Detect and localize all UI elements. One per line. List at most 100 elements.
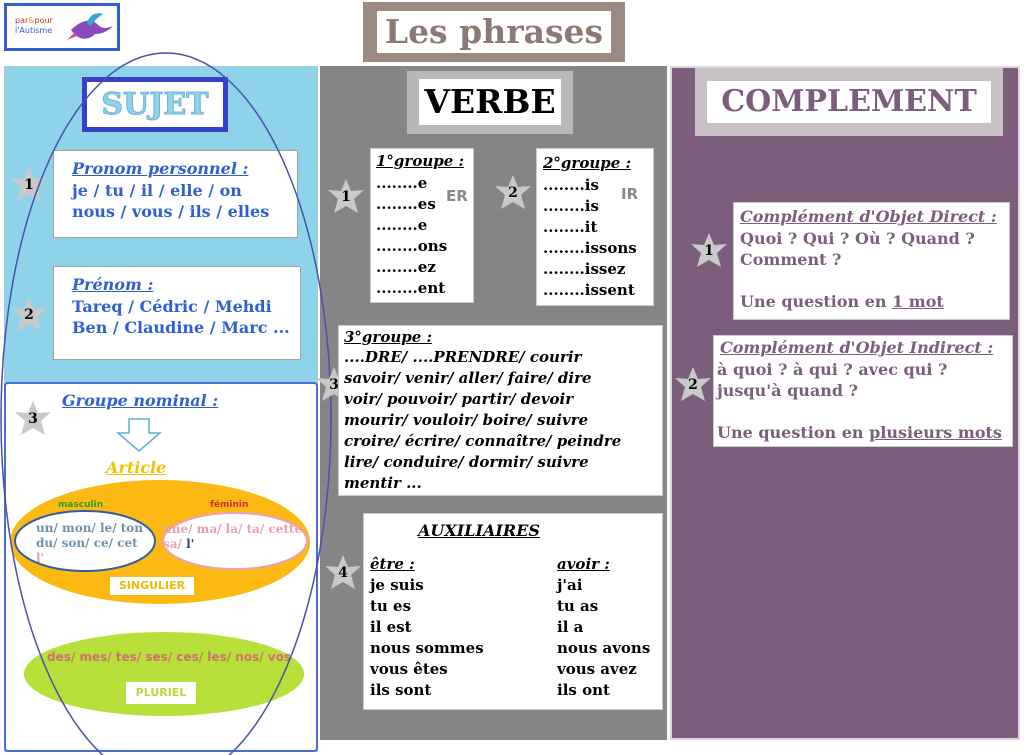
cod-question-emphasis: 1 mot — [892, 292, 944, 311]
g3-line: savoir/ venir/ aller/ faire/ dire — [344, 369, 592, 387]
star-badge-icon: 3 — [14, 400, 52, 438]
groupe-number: 3 — [28, 411, 38, 427]
pronom-title: Pronom personnel : — [72, 159, 249, 178]
g1-line: ........ons — [376, 237, 448, 255]
prenom-title: Prénom : — [72, 275, 154, 294]
avoir-line: nous avons — [557, 639, 651, 657]
g3-lines: ....DRE/ ....PRENDRE/ courir savoir/ ven… — [344, 347, 621, 494]
logo-text-pour: pour — [34, 16, 53, 25]
sujet-header-text: SUJET — [101, 87, 209, 123]
masculin-l-apostrophe: l' — [36, 551, 45, 565]
feminin-label: féminin — [210, 500, 249, 510]
etre-line: tu es — [370, 597, 412, 615]
coi-title: Complément d'Objet Indirect : — [720, 338, 994, 357]
avoir-conjugation: j'ai tu as il a nous avons vous avez ils… — [557, 575, 650, 701]
complement-header-text: COMPLEMENT — [707, 81, 991, 123]
star-badge-icon: 1 — [690, 232, 728, 270]
g2-ending-label: IR — [621, 185, 639, 203]
masculin-articles: un/ mon/ le/ ton du/ son/ ce/ cet l' — [36, 521, 148, 566]
prenom-number: 2 — [24, 307, 34, 323]
avoir-line: tu as — [557, 597, 599, 615]
troisieme-groupe-card: 3°groupe : ....DRE/ ....PRENDRE/ courir … — [338, 325, 663, 496]
g1-line: ........e — [376, 216, 428, 234]
g3-line: mentir ... — [344, 474, 422, 492]
cod-question-prefix: Une question en — [740, 292, 893, 311]
cod-title: Complément d'Objet Direct : — [740, 207, 997, 226]
cod-number: 1 — [704, 243, 714, 259]
star-badge-icon: 4 — [324, 554, 362, 592]
cod-line-2: Comment ? — [740, 250, 842, 269]
g3-line: voir/ pouvoir/ partir/ devoir — [344, 390, 574, 408]
aux-number: 4 — [338, 565, 348, 581]
premier-groupe-card: 1°groupe : ER ........e ........es .....… — [370, 148, 474, 303]
logo-text-par: par — [15, 16, 29, 25]
star-badge-icon: 1 — [10, 166, 48, 204]
logo-text-autisme: l'Autisme — [15, 26, 53, 35]
g2-title: 2°groupe : — [543, 154, 632, 172]
auxiliaires-card: être : avoir : je suis tu es il est nous… — [363, 513, 663, 710]
prenom-card: Prénom : Tareq / Cédric / Mehdi Ben / Cl… — [53, 266, 301, 360]
coi-line-2: jusqu'à quand ? — [717, 381, 859, 400]
cod-line-1: Quoi ? Qui ? Où ? Quand ? — [740, 229, 975, 248]
masculin-label: masculin — [58, 500, 104, 510]
etre-line: vous êtes — [370, 660, 448, 678]
pronom-card: Pronom personnel : je / tu / il / elle /… — [53, 150, 298, 238]
g2-lines: ........is ........is ........it .......… — [543, 175, 637, 301]
coi-line-1: à quoi ? à qui ? avec qui ? — [717, 360, 948, 379]
groupe-nominal-title: Groupe nominal : — [62, 391, 219, 410]
g1-line: ........ez — [376, 258, 436, 276]
coi-number: 2 — [688, 377, 698, 393]
avoir-line: ils ont — [557, 681, 610, 699]
g3-line: croire/ écrire/ connaître/ peindre — [344, 432, 622, 450]
etre-line: ils sont — [370, 681, 432, 699]
g2-line: ........issons — [543, 239, 637, 257]
title-banner: Les phrases — [363, 2, 625, 62]
star-badge-icon: 1 — [327, 178, 365, 216]
singulier-label: SINGULIER — [110, 577, 194, 595]
auxiliaires-title: AUXILIAIRES — [418, 521, 540, 540]
g3-number: 3 — [329, 377, 339, 393]
feminin-l-apostrophe: l' — [181, 537, 195, 551]
pronom-number: 1 — [24, 177, 34, 193]
logo-text: par&pour l'Autisme — [15, 16, 53, 36]
logo-ampersand: & — [28, 16, 35, 25]
etre-conjugation: je suis tu es il est nous sommes vous êt… — [370, 575, 484, 701]
prenom-line-1: Tareq / Cédric / Mehdi — [72, 297, 272, 316]
complement-column-border — [670, 66, 1020, 740]
feminin-articles: une/ ma/ la/ ta/ cette sa/ l' — [163, 522, 303, 552]
star-badge-icon: 2 — [494, 174, 532, 212]
coi-question: Une question en plusieurs mots — [717, 422, 1002, 443]
verbe-header: VERBE — [407, 71, 573, 134]
article-label: Article — [106, 458, 167, 477]
logo: par&pour l'Autisme — [4, 3, 120, 51]
g2-line: ........issez — [543, 260, 626, 278]
deuxieme-groupe-card: 2°groupe : IR ........is ........is ....… — [536, 148, 654, 306]
etre-title: être : — [370, 555, 415, 573]
avoir-line: il a — [557, 618, 584, 636]
g2-line: ........issent — [543, 281, 635, 299]
arrow-down-outline-icon — [116, 418, 162, 452]
g2-number: 2 — [508, 185, 518, 201]
masculin-articles-text: un/ mon/ le/ ton du/ son/ ce/ cet — [36, 521, 144, 550]
coi-question-emphasis: plusieurs mots — [869, 423, 1002, 442]
pronom-line-2: nous / vous / ils / elles — [72, 202, 270, 221]
page-title: Les phrases — [377, 11, 611, 53]
g1-title: 1°groupe : — [376, 152, 465, 170]
pronom-line-1: je / tu / il / elle / on — [72, 181, 242, 200]
verbe-header-text: VERBE — [419, 79, 561, 125]
pluriel-diagram — [24, 632, 304, 716]
g2-line: ........it — [543, 218, 598, 236]
g1-line: ........es — [376, 195, 436, 213]
g3-line: lire/ conduire/ dormir/ suivre — [344, 453, 589, 471]
coi-question-prefix: Une question en — [717, 423, 870, 442]
avoir-line: j'ai — [557, 576, 583, 594]
hummingbird-icon — [67, 13, 113, 40]
etre-line: je suis — [370, 576, 424, 594]
g3-title: 3°groupe : — [344, 328, 433, 346]
g3-line: ....DRE/ ....PRENDRE/ courir — [344, 348, 582, 366]
complement-header: COMPLEMENT — [695, 68, 1003, 136]
g2-line: ........is — [543, 176, 599, 194]
avoir-line: vous avez — [557, 660, 637, 678]
star-badge-icon: 2 — [674, 366, 712, 404]
pluriel-articles: des/ mes/ tes/ ses/ ces/ les/ nos/ vos — [47, 650, 291, 664]
